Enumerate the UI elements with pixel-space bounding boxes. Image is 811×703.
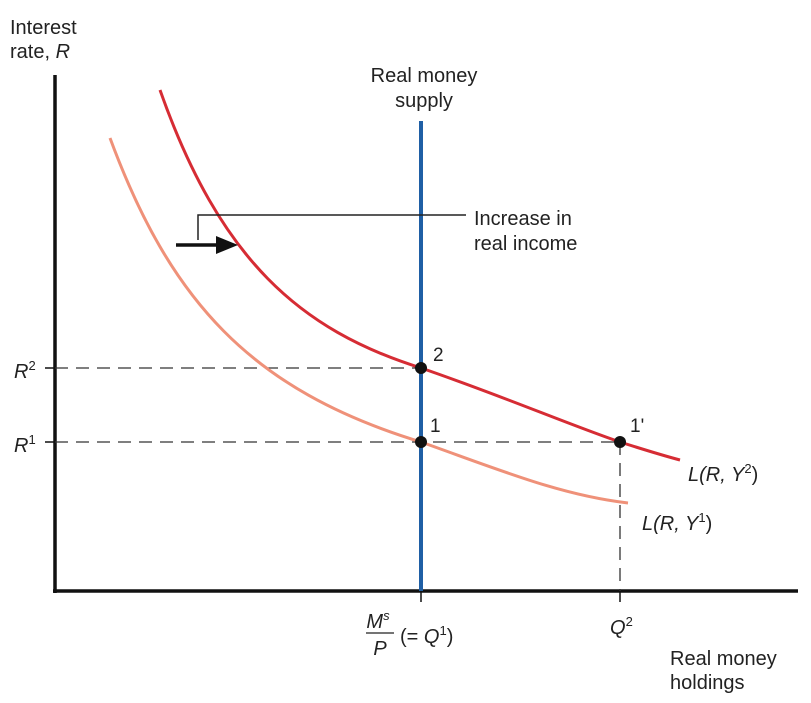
q2-label: Q2 <box>610 614 633 639</box>
curve-l2-label: L(R, Y2) <box>688 461 758 486</box>
r2-sup: 2 <box>28 358 35 373</box>
point-2-label: 2 <box>433 345 444 366</box>
y-axis-title-text: rate, <box>10 41 56 63</box>
ms-paren-var: Q <box>424 626 440 648</box>
y-axis-title-var: R <box>56 41 70 63</box>
y-axis-title-line1: Interest <box>10 17 77 39</box>
l1-sup: 1 <box>698 510 705 525</box>
x-axis-title-line1: Real money <box>670 648 777 670</box>
annotation-line2: real income <box>474 233 577 255</box>
money-demand-curve-y2 <box>158 89 681 462</box>
ms-numerator: Ms <box>366 608 390 633</box>
r2-base: R <box>14 361 28 383</box>
l1-prefix: L <box>642 513 653 535</box>
point-1-prime <box>614 436 626 448</box>
l2-prefix: L <box>688 464 699 486</box>
supply-label-line2: supply <box>395 90 453 112</box>
point-2 <box>415 362 427 374</box>
l2-args: (R, Y <box>699 464 746 486</box>
y-axis-title-line2: rate, R <box>10 41 70 63</box>
point-1 <box>415 436 427 448</box>
l2-close: ) <box>752 464 759 486</box>
q2-sup: 2 <box>626 614 633 629</box>
x-axis-title-line2: holdings <box>670 672 745 694</box>
ms-denominator: P <box>373 638 387 660</box>
ms-paren-close: ) <box>447 626 454 648</box>
ms-paren-open: (= <box>400 626 424 648</box>
r1-base: R <box>14 435 28 457</box>
shift-arrow-icon <box>216 236 238 254</box>
annotation-leader <box>197 214 466 240</box>
curve-l1-label: L(R, Y1) <box>642 510 712 535</box>
l1-close: ) <box>706 513 713 535</box>
ms-paren: (= Q1) <box>400 623 453 648</box>
ms-num-base: M <box>366 611 383 633</box>
supply-label-line1: Real money <box>371 65 478 87</box>
r2-label: R2 <box>14 358 36 383</box>
r1-sup: 1 <box>28 432 35 447</box>
l1-args: (R, Y <box>653 513 700 535</box>
ms-paren-sup: 1 <box>439 623 446 638</box>
l2-sup: 2 <box>744 461 751 476</box>
point-1-label: 1 <box>430 416 441 437</box>
money-demand-curve-y1 <box>108 137 629 505</box>
point-1-prime-label: 1' <box>630 416 644 437</box>
q2-base: Q <box>610 617 626 639</box>
annotation-line1: Increase in <box>474 208 572 230</box>
ms-num-sup: s <box>383 608 390 623</box>
r1-label: R1 <box>14 432 36 457</box>
